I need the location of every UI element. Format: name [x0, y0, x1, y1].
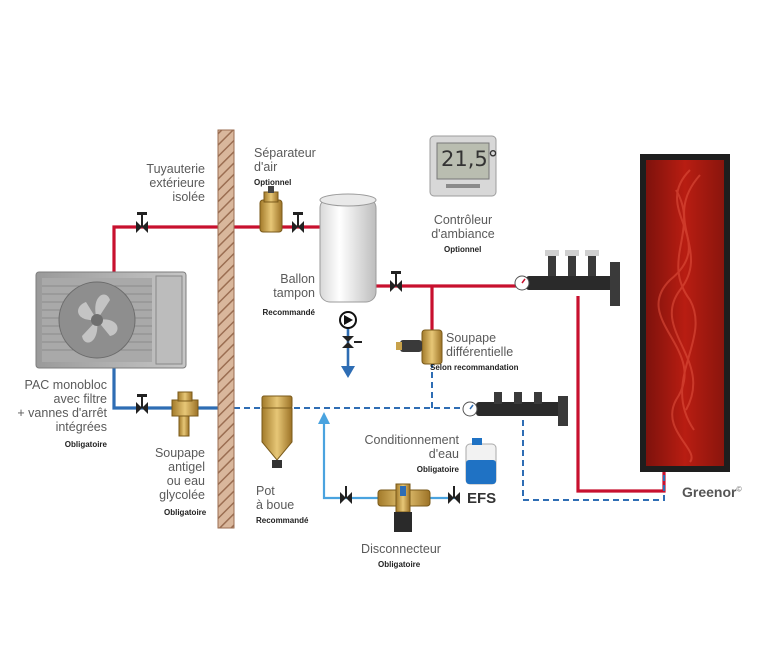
wall	[217, 129, 235, 529]
label-separateur: Séparateur d'air	[254, 146, 316, 174]
tag-conditionnement: Obligatoire	[416, 465, 459, 474]
backflow-preventer	[377, 483, 431, 532]
tag-ballon: Recommandé	[262, 308, 315, 317]
label-tuyauterie: Tuyauterie extérieure isolée	[146, 162, 205, 204]
drain-arrow	[341, 366, 355, 378]
label-conditionnement: Conditionnement d'eau	[364, 433, 459, 461]
label-soupape-diff: Soupape différentielle	[446, 331, 514, 359]
label-disconnecteur: Disconnecteur	[361, 542, 441, 556]
radiator-panel	[640, 154, 730, 472]
tag-pac: Obligatoire	[64, 440, 107, 449]
tag-pot: Recommandé	[256, 516, 309, 525]
room-controller	[429, 135, 497, 197]
differential-valve	[396, 329, 443, 365]
circulation-pump	[339, 311, 357, 329]
label-pot: Pot à boue	[256, 484, 295, 512]
label-pac: PAC monobloc avec filtre + vannes d'arrê…	[17, 378, 107, 434]
label-ballon: Ballon tampon	[273, 272, 315, 300]
valve-icon	[292, 212, 304, 233]
valve-icon	[342, 336, 362, 348]
valve-icon	[390, 271, 402, 292]
return-pipes	[112, 368, 224, 410]
tag-soupape-diff: Selon recommandation	[430, 363, 519, 372]
sludge-pot	[261, 395, 293, 468]
valve-icon	[136, 394, 148, 414]
brand-logo: Greenor©	[682, 484, 742, 500]
return-manifold	[462, 392, 568, 426]
label-soupape-antigel: Soupape antigel ou eau glycolée	[154, 446, 205, 502]
label-controleur: Contrôleur d'ambiance	[431, 213, 495, 241]
water-conditioning-can	[465, 438, 497, 485]
valve-icon	[340, 486, 352, 504]
tag-controleur: Optionnel	[444, 245, 482, 254]
cold-water-arrow	[318, 412, 330, 424]
label-efs: EFS	[467, 490, 497, 507]
brand-mark: ©	[736, 486, 742, 494]
tag-soupape-antigel: Obligatoire	[164, 508, 207, 517]
thermostat-reading: 21,5°	[441, 147, 499, 171]
antifreeze-valve	[171, 391, 199, 437]
air-separator	[259, 186, 283, 233]
valve-icon	[448, 486, 460, 504]
supply-manifold	[514, 250, 620, 306]
brand-name: Greenor	[682, 484, 737, 500]
valve-icon	[136, 212, 148, 233]
tag-separateur: Optionnel	[254, 178, 292, 187]
tag-disconnecteur: Obligatoire	[378, 560, 421, 569]
buffer-tank	[319, 193, 377, 303]
heat-pump-unit	[35, 271, 187, 369]
